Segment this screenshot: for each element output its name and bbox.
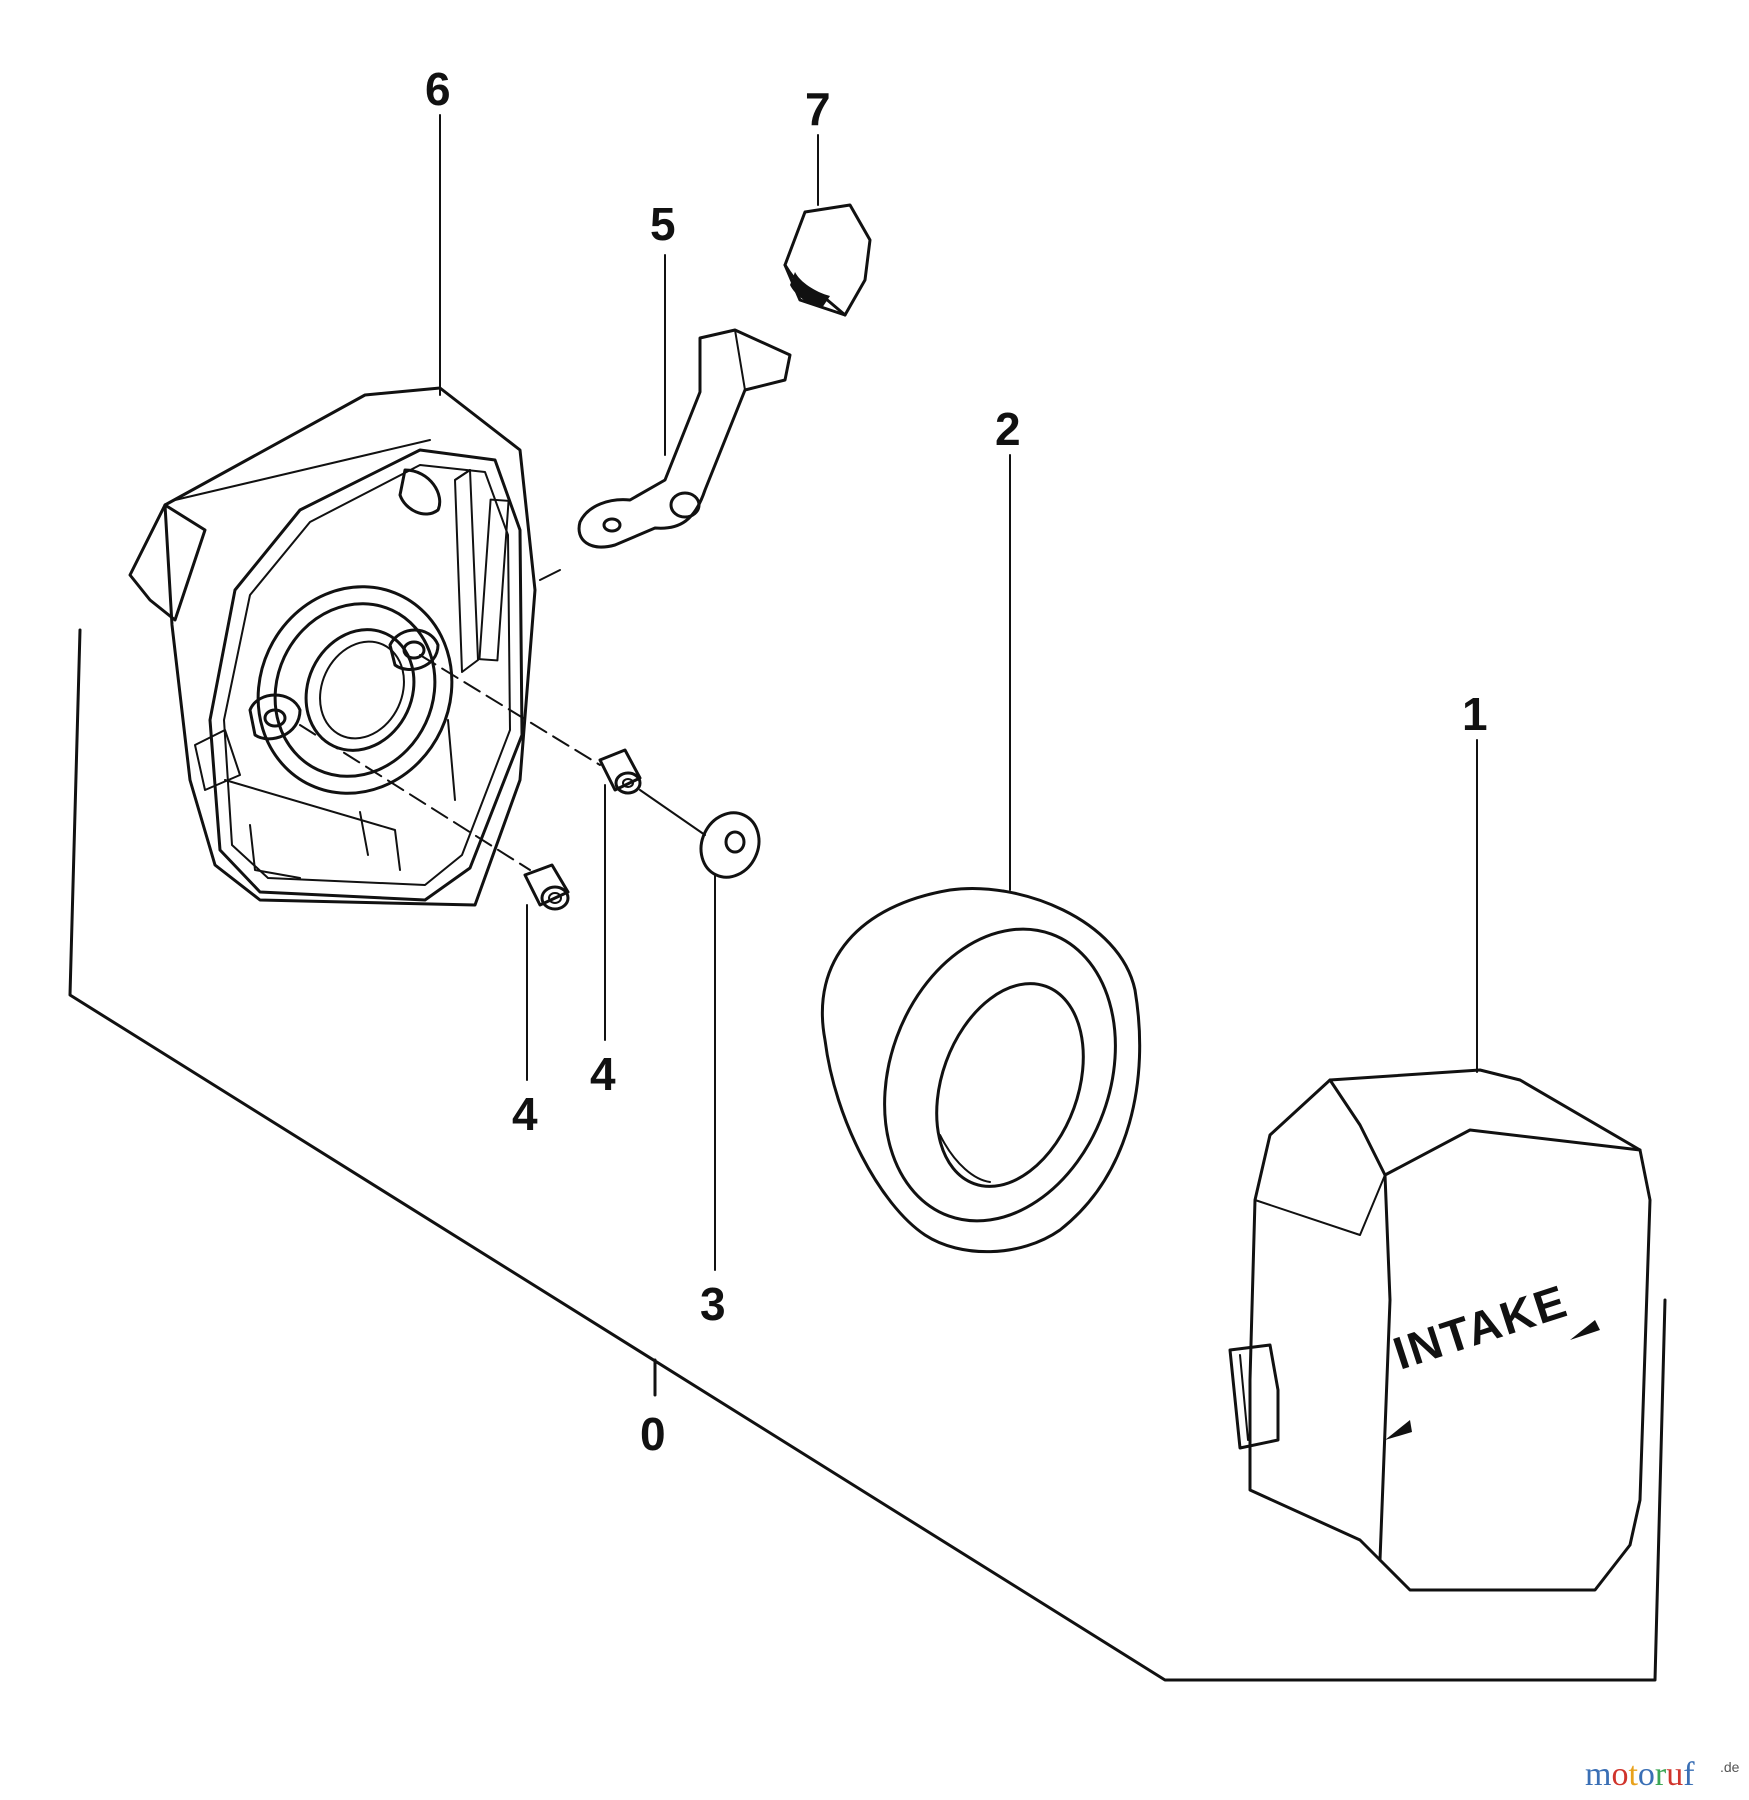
callout-0: 0 xyxy=(640,1408,666,1460)
wm-letter-5: u xyxy=(1666,1756,1683,1793)
callout-4-lower: 4 xyxy=(512,1088,538,1140)
wm-letter-2: t xyxy=(1628,1756,1638,1793)
choke-knob xyxy=(783,203,872,317)
callout-1: 1 xyxy=(1462,688,1488,740)
callout-7: 7 xyxy=(805,83,831,135)
wm-letter-1: o xyxy=(1611,1756,1628,1793)
callout-2: 2 xyxy=(995,403,1021,455)
callout-numbers: 6 7 5 2 1 4 4 3 0 xyxy=(425,63,1488,1460)
wm-letter-3: o xyxy=(1638,1756,1655,1793)
leader-lines xyxy=(299,114,1478,1271)
intake-label: INTAKE xyxy=(1387,1274,1574,1379)
pin-lower xyxy=(523,863,570,911)
choke-lever xyxy=(539,328,792,581)
wm-suffix: .de xyxy=(1720,1759,1740,1775)
wm-letter-6: f xyxy=(1683,1756,1695,1793)
svg-text:motoruf: motoruf xyxy=(1585,1756,1695,1793)
callout-6: 6 xyxy=(425,63,451,115)
assembly-bracket-lines xyxy=(68,628,1667,1682)
washer xyxy=(699,811,761,879)
foam-filter-element xyxy=(820,887,1142,1254)
wm-letter-0: m xyxy=(1585,1756,1611,1793)
callout-4-upper: 4 xyxy=(590,1048,616,1100)
filter-housing-base xyxy=(128,386,537,907)
callout-5: 5 xyxy=(650,198,676,250)
wm-letter-4: r xyxy=(1655,1756,1667,1793)
intake-cover: INTAKE xyxy=(1228,1068,1652,1592)
pin-upper xyxy=(598,748,642,795)
callout-3: 3 xyxy=(700,1278,726,1330)
watermark-logo: motoruf .de xyxy=(1585,1756,1740,1793)
